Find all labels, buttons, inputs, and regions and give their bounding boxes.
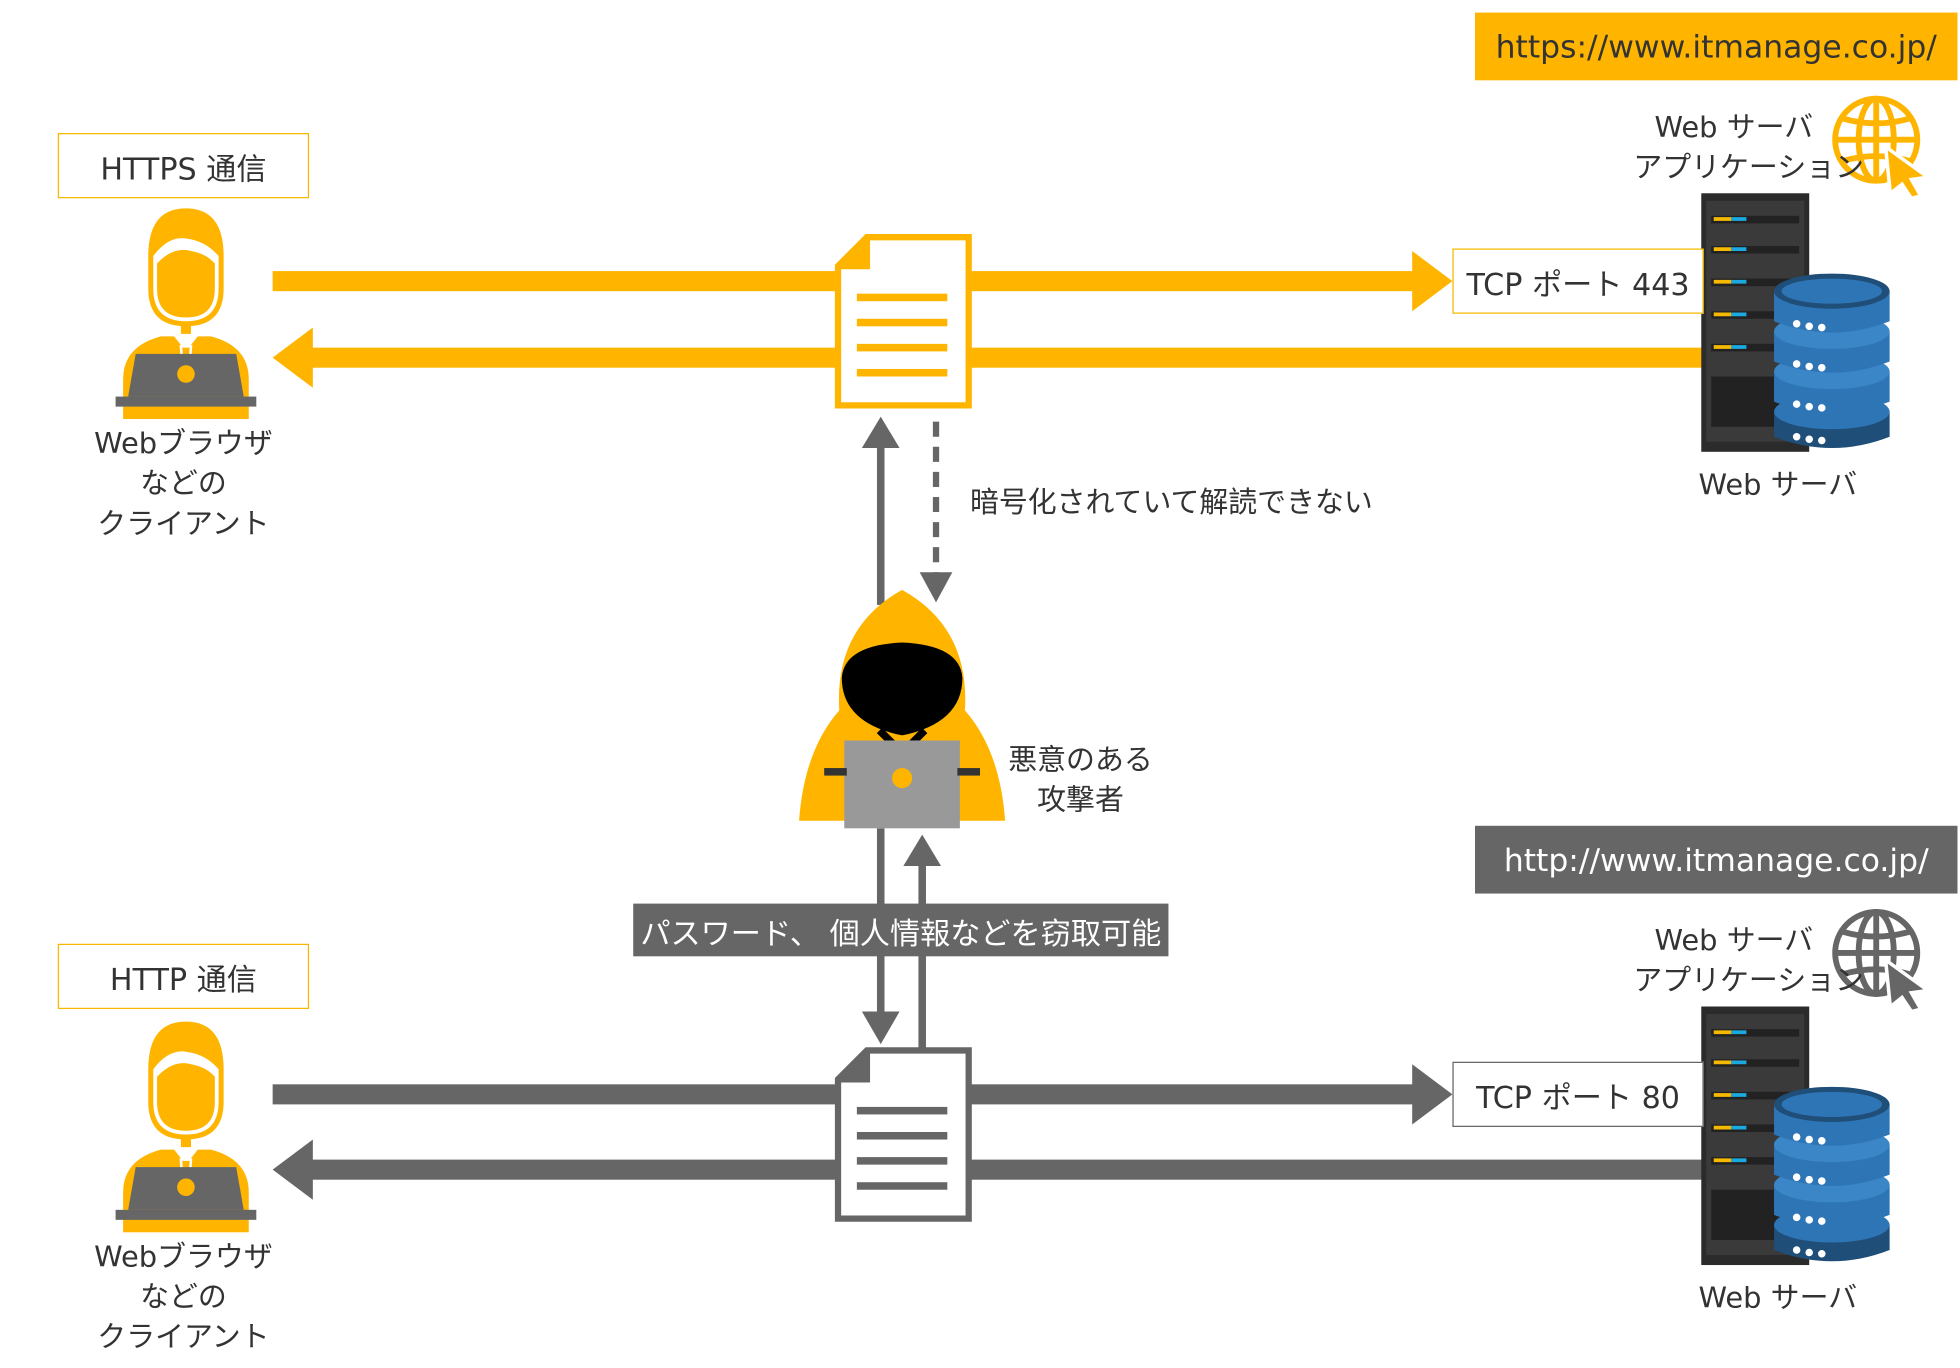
https-url-banner: https://www.itmanage.co.jp/ [1475,12,1958,81]
https-url: https://www.itmanage.co.jp/ [1495,28,1937,65]
https-server-label: Web サーバ [1698,469,1858,502]
client-label-line: などの [140,1281,227,1314]
plaintext-document-icon [838,1050,969,1218]
https-port-box: TCP ポート 443 [1452,248,1704,314]
app-label-line: Web サーバ [1654,924,1814,958]
http-client-label: Webブラウザ などの クライアント [73,1237,294,1357]
https-port: TCP ポート 443 [1466,266,1690,302]
https-client-label: Webブラウザ などの クライアント [73,424,294,544]
client-label-line: などの [140,468,227,501]
data-theft-note-box: パスワード、 個人情報などを窃取可能 [633,903,1169,957]
https-label-box: HTTPS 通信 [57,133,310,199]
attacker-attempt-arrow [861,416,900,605]
cannot-decrypt-note: 暗号化されていて解読できない [969,486,1373,520]
client-label-line: クライアント [97,508,270,541]
https-response-arrow [272,327,1764,388]
http-url-banner: http://www.itmanage.co.jp/ [1475,825,1958,894]
attacker-label-line: 悪意のある [1008,744,1153,777]
http-server-label: Web サーバ [1698,1282,1858,1316]
https-app-label: Web サーバ アプリケーション [1633,108,1864,188]
http-url: http://www.itmanage.co.jp/ [1503,841,1929,878]
http-response-arrow [272,1139,1764,1200]
http-port-box: TCP ポート 80 [1452,1061,1704,1127]
https-client-person-icon [114,207,258,420]
client-label-line: クライアント [97,1321,270,1355]
app-label-line: アプリケーション [1633,965,1864,998]
http-client-person-icon [114,1020,258,1233]
http-label-box: HTTP 通信 [57,943,310,1010]
attacker-label-line: 攻撃者 [1037,784,1124,818]
data-theft-note: パスワード、 個人情報などを窃取可能 [640,915,1162,951]
hooded-attacker-icon [799,589,1006,829]
decrypt-fail-arrow [919,421,953,603]
client-label-line: Webブラウザ [94,427,273,461]
http-label: HTTP 通信 [109,961,257,998]
http-web-server-icon [1701,1006,1890,1266]
attacker-label: 悪意のある 攻撃者 [993,740,1169,820]
app-label-line: Web サーバ [1654,111,1814,145]
http-app-label: Web サーバ アプリケーション [1633,921,1864,1001]
encrypted-document-icon [838,237,969,405]
https-label: HTTPS 通信 [100,151,267,187]
https-web-server-icon [1701,193,1890,452]
http-port: TCP ポート 80 [1476,1079,1680,1116]
client-label-line: Webブラウザ [94,1241,273,1274]
app-label-line: アプリケーション [1633,151,1864,185]
